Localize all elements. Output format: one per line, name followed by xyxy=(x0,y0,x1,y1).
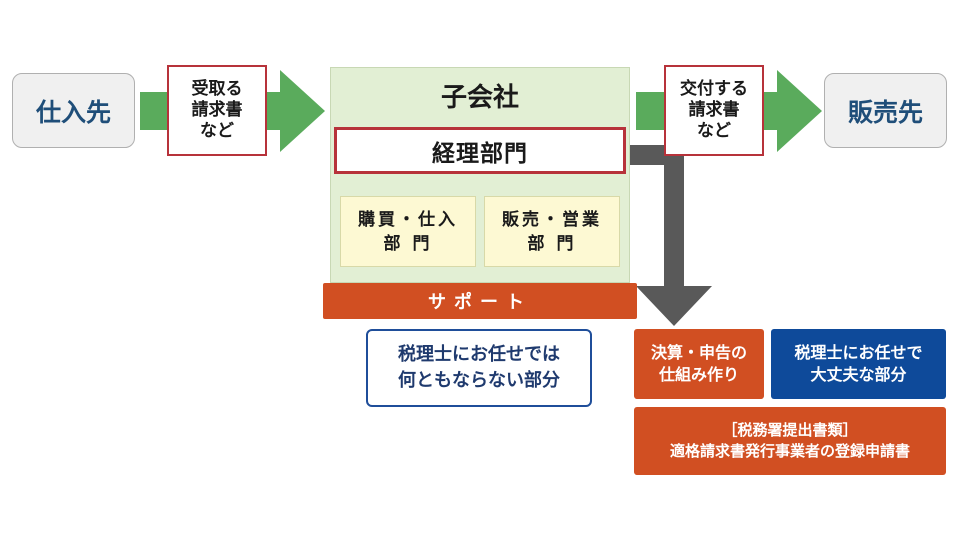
not-delegable-label: 税理士にお任せでは 何ともならない部分 xyxy=(398,344,560,391)
purchasing-dept-box: 購買・仕入 部 門 xyxy=(340,196,476,267)
supplier-label: 仕入先 xyxy=(35,97,111,127)
inflow-arrow xyxy=(140,70,325,152)
received-invoice-box: 受取る 請求書 など xyxy=(167,65,267,156)
company-title: 子会社 xyxy=(440,82,519,113)
received-invoice-label: 受取る 請求書 など xyxy=(191,79,243,141)
customer-box: 販売先 xyxy=(824,73,947,148)
purchasing-dept-label: 購買・仕入 部 門 xyxy=(358,209,458,254)
accounting-to-settlement-arrow xyxy=(627,145,712,326)
delegable-label: 税理士にお任せで 大丈夫な部分 xyxy=(794,343,923,384)
sales-dept-box: 販売・営業 部 門 xyxy=(484,196,620,267)
support-label: サポート xyxy=(428,292,532,313)
delegable-box: 税理士にお任せで 大丈夫な部分 xyxy=(771,329,946,399)
tax-filing-label: ［税務署提出書類］ 適格請求書発行事業者の登録申請書 xyxy=(669,421,910,460)
issued-invoice-label: 交付する 請求書 など xyxy=(680,79,748,141)
accounting-dept-box: 経理部門 xyxy=(334,127,626,174)
sales-dept-label: 販売・営業 部 門 xyxy=(502,209,602,254)
customer-label: 販売先 xyxy=(847,97,923,127)
accounting-dept-label: 経理部門 xyxy=(432,140,528,167)
issued-invoice-box: 交付する 請求書 など xyxy=(664,65,764,156)
supplier-box: 仕入先 xyxy=(12,73,135,148)
tax-filing-box: ［税務署提出書類］ 適格請求書発行事業者の登録申請書 xyxy=(634,407,946,475)
support-bar: サポート xyxy=(323,283,637,319)
settlement-label: 決算・申告の 仕組み作り xyxy=(650,343,747,384)
outflow-arrow xyxy=(636,70,822,152)
settlement-box: 決算・申告の 仕組み作り xyxy=(634,329,764,399)
not-delegable-box: 税理士にお任せでは 何ともならない部分 xyxy=(366,329,592,407)
